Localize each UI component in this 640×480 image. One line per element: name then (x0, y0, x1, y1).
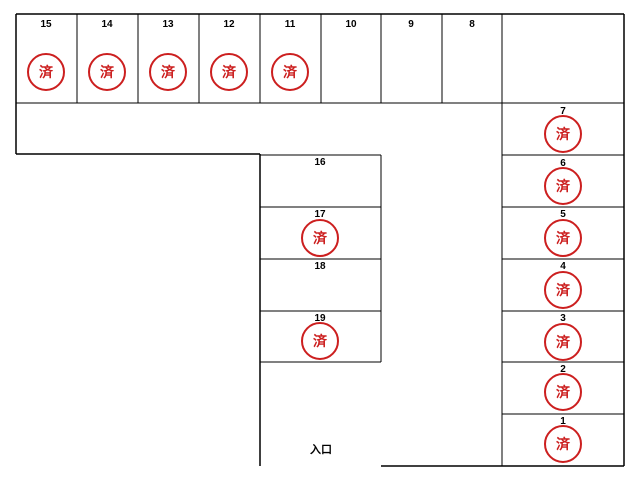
parking-space-3: 3済 (544, 313, 582, 361)
space-number: 14 (101, 19, 113, 30)
sold-stamp-icon: 済 (544, 373, 582, 411)
space-number: 10 (345, 19, 357, 30)
parking-space-10: 10 (345, 19, 357, 30)
sold-stamp-icon: 済 (88, 53, 126, 91)
parking-space-8: 8 (469, 19, 475, 30)
space-number: 13 (162, 19, 174, 30)
parking-space-18: 18 (314, 261, 326, 272)
space-number: 12 (223, 19, 235, 30)
parking-space-16: 16 (314, 157, 326, 168)
sold-stamp-label: 済 (100, 64, 115, 80)
space-number: 1 (560, 416, 566, 427)
space-number: 17 (314, 209, 326, 220)
sold-stamp-icon: 済 (301, 322, 339, 360)
sold-stamp-label: 済 (313, 230, 328, 246)
sold-stamp-icon: 済 (301, 219, 339, 257)
sold-stamp-label: 済 (161, 64, 176, 80)
sold-stamp-label: 済 (283, 64, 298, 80)
parking-space-9: 9 (408, 19, 414, 30)
entrance-label: 入口 (310, 443, 332, 456)
sold-stamp-icon: 済 (544, 219, 582, 257)
lot-outline (15, 13, 625, 467)
space-number: 8 (469, 19, 475, 30)
space-number: 2 (560, 364, 566, 375)
space-number: 6 (560, 158, 566, 169)
space-number: 7 (560, 106, 566, 117)
parking-space-5: 5済 (544, 209, 582, 257)
space-number: 15 (40, 19, 52, 30)
parking-space-15: 15 済 (27, 19, 65, 91)
sold-stamp-label: 済 (556, 230, 571, 246)
parking-space-4: 4済 (544, 261, 582, 309)
sold-stamp-label: 済 (556, 178, 571, 194)
sold-stamp-label: 済 (222, 64, 237, 80)
sold-stamp-icon: 済 (210, 53, 248, 91)
sold-stamp-icon: 済 (271, 53, 309, 91)
sold-stamp-icon: 済 (149, 53, 187, 91)
sold-stamp-icon: 済 (544, 271, 582, 309)
parking-space-14: 14 済 (88, 19, 126, 91)
sold-stamp-label: 済 (556, 384, 571, 400)
parking-space-7: 7済 (544, 106, 582, 153)
parking-space-2: 2済 (544, 364, 582, 411)
parking-space-19: 19 済 (301, 313, 339, 360)
sold-stamp-icon: 済 (544, 115, 582, 153)
parking-space-11: 11 済 (271, 19, 309, 91)
space-number: 9 (408, 19, 414, 30)
space-number: 18 (314, 261, 326, 272)
sold-stamp-icon: 済 (27, 53, 65, 91)
sold-stamp-icon: 済 (544, 323, 582, 361)
sold-stamp-label: 済 (556, 282, 571, 298)
parking-space-17: 17 済 (301, 209, 339, 257)
sold-stamp-label: 済 (556, 436, 571, 452)
sold-stamp-label: 済 (313, 333, 328, 349)
parking-space-1: 1済 (544, 416, 582, 463)
parking-space-12: 12 済 (210, 19, 248, 91)
space-number: 11 (285, 19, 296, 30)
space-number: 16 (314, 157, 326, 168)
sold-stamp-label: 済 (39, 64, 54, 80)
space-number: 5 (560, 209, 566, 220)
space-number: 19 (314, 313, 326, 324)
sold-stamp-label: 済 (556, 126, 571, 142)
parking-space-6: 6済 (544, 158, 582, 205)
sold-stamp-label: 済 (556, 334, 571, 350)
space-number: 3 (560, 313, 566, 324)
parking-space-13: 13 済 (149, 19, 187, 91)
sold-stamp-icon: 済 (544, 425, 582, 463)
sold-stamp-icon: 済 (544, 167, 582, 205)
space-number: 4 (560, 261, 566, 272)
